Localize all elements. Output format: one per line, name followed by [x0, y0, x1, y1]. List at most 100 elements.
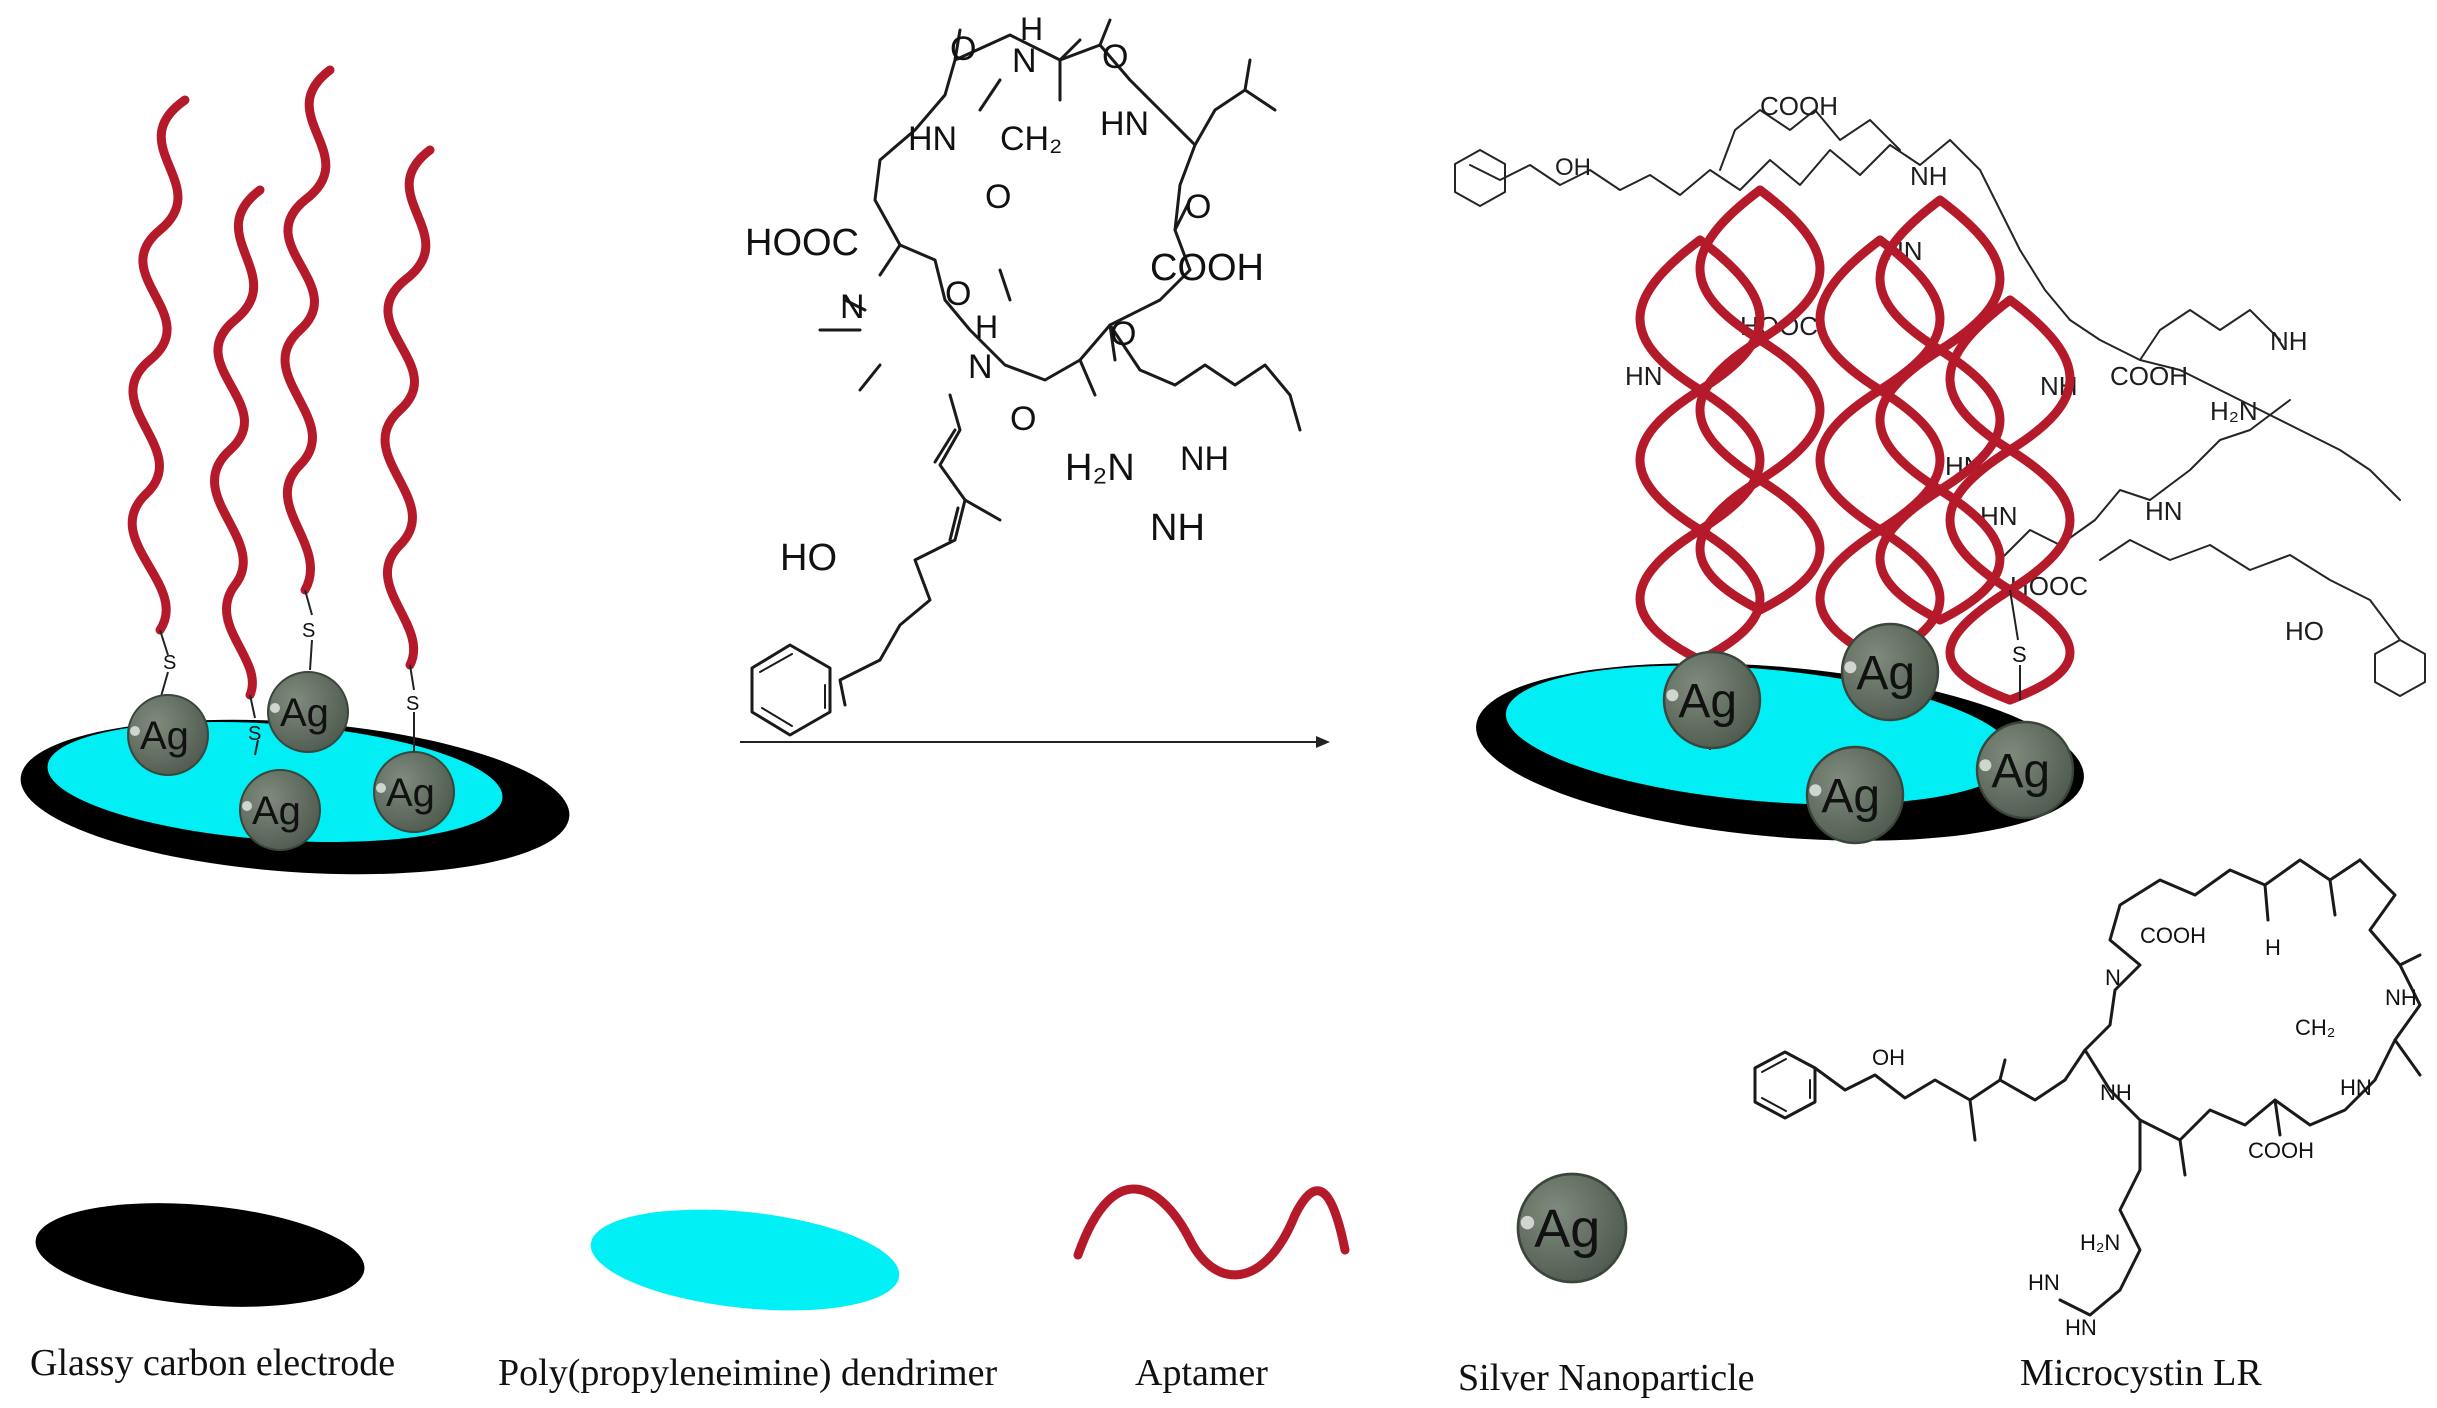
svg-text:Ag: Ag [140, 714, 189, 758]
legend-silver-label: Silver Nanoparticle [1458, 1357, 1755, 1399]
microcystin-structure-center: H N O O HN CH₂ HN O O HOOC COOH N O O H … [745, 11, 1302, 737]
center-n-methyl [818, 298, 867, 332]
center-label-NH-guan2: NH [1150, 507, 1205, 549]
svg-text:HN: HN [2028, 1270, 2060, 1295]
svg-text:NH: NH [2385, 985, 2417, 1010]
legend-microcystin-structure: COOH OH COOH N NH HN NH H CH₂ H₂N HN HN [1753, 858, 2422, 1340]
svg-text:Ag: Ag [252, 789, 301, 833]
center-label-O1: O [950, 30, 976, 68]
center-label-O5: O [945, 275, 971, 313]
center-leucine-side [1193, 58, 1277, 147]
svg-text:Ag: Ag [1821, 770, 1880, 823]
left-ag-particle-2: Ag [267, 671, 349, 753]
right-ag-particle-4: Ag [1975, 720, 2075, 820]
svg-text:H₂N: H₂N [2080, 1230, 2120, 1255]
center-adda-double-bonds [933, 428, 1002, 542]
center-label-O7: O [1010, 400, 1036, 438]
reaction-arrow [740, 736, 1330, 748]
center-label-HO: HO [780, 537, 837, 579]
legend-glassy-carbon-label: Glassy carbon electrode [30, 1342, 395, 1384]
svg-text:HN: HN [2145, 496, 2183, 526]
svg-text:HO: HO [2285, 616, 2324, 646]
left-sulfur-2: S [248, 723, 261, 745]
center-label-NH-left: HN [908, 120, 957, 158]
svg-text:Ag: Ag [1534, 1199, 1600, 1259]
svg-text:COOH: COOH [2248, 1138, 2314, 1163]
right-ag-particle-3: Ag [1805, 745, 1905, 845]
center-label-H-lower: H [975, 309, 998, 345]
svg-text:Ag: Ag [1678, 675, 1737, 728]
center-phenyl-inner [759, 653, 826, 727]
center-adda-chain [878, 393, 967, 662]
svg-text:Ag: Ag [1991, 745, 2050, 798]
svg-text:N: N [2105, 965, 2121, 990]
svg-text:COOH: COOH [2110, 361, 2188, 391]
left-linker-4 [409, 664, 415, 755]
left-ag-particle-3: Ag [239, 769, 321, 851]
center-label-NH-guan: NH [1180, 440, 1229, 478]
center-arginine-chain [1108, 323, 1302, 432]
svg-text:Ag: Ag [280, 691, 329, 735]
center-phenyl-link [838, 658, 882, 707]
svg-text:HN: HN [2340, 1075, 2372, 1100]
legend-dendrimer-label: Poly(propyleneimine) dendrimer [498, 1352, 997, 1394]
left-aptamer-strand-4 [380, 145, 435, 670]
svg-text:NH: NH [2270, 326, 2308, 356]
center-label-O6: O [1110, 315, 1136, 353]
left-sulfur-1: S [163, 652, 176, 674]
svg-text:H: H [2265, 935, 2281, 960]
center-label-O2: O [1102, 38, 1128, 76]
center-macrocycle-ring [873, 33, 1197, 382]
legend-aptamer-label: Aptamer [1135, 1352, 1268, 1394]
left-electrode-assembly: S S S S Ag Ag Ag Ag [20, 65, 570, 875]
right-bound-microcystin: OH COOH COOH HOOC HOOC HO H₂N HN HN HN H… [1454, 91, 2426, 697]
svg-text:H₂N: H₂N [2210, 396, 2258, 426]
legend-silver-swatch: Ag [1516, 1172, 1628, 1284]
left-aptamer-strand-1 [127, 95, 190, 635]
right-ag-particle-1: Ag [1662, 650, 1762, 750]
left-ag-particle-4: Ag [373, 751, 455, 833]
center-label-H: H [1020, 11, 1043, 47]
center-label-H2N: H₂N [1065, 447, 1135, 489]
center-phenyl-ring [750, 643, 832, 737]
left-linker-2 [249, 694, 259, 756]
center-methyl-groups [858, 38, 1097, 397]
legend-dendrimer-swatch [590, 1209, 900, 1311]
svg-text:OH: OH [1872, 1045, 1905, 1070]
left-aptamer-strand-2 [210, 185, 265, 700]
center-label-HOOC: HOOC [745, 222, 859, 264]
right-electrode-assembly: OH COOH COOH HOOC HOOC HO H₂N HN HN HN H… [1454, 91, 2426, 845]
left-linker-3 [304, 589, 313, 671]
left-ag-particle-1: Ag [127, 694, 209, 776]
svg-text:Ag: Ag [386, 771, 435, 815]
left-sulfur-4: S [406, 693, 419, 715]
right-aptamer-complex-2 [1815, 195, 2005, 690]
center-carbonyls [953, 18, 1192, 362]
right-aptamer-complex-3: S [1945, 295, 2075, 705]
left-aptamer-strand-3 [280, 65, 335, 595]
center-label-O4: O [1185, 188, 1211, 226]
center-label-N-ring: N [840, 288, 865, 326]
center-label-O3: O [985, 178, 1011, 216]
center-label-N-top: N [1012, 42, 1037, 80]
legend-microcystin-label: Microcystin LR [2020, 1352, 2262, 1394]
svg-text:CH₂: CH₂ [2295, 1015, 2335, 1040]
svg-text:COOH: COOH [1760, 91, 1838, 121]
svg-text:NH: NH [1910, 161, 1948, 191]
left-sulfur-3: S [302, 620, 315, 642]
center-label-CH2: CH₂ [1000, 120, 1062, 158]
svg-text:NH: NH [2100, 1080, 2132, 1105]
right-ag-particle-2: Ag [1840, 622, 1940, 722]
center-label-HN-right: HN [1100, 105, 1149, 143]
center-label-COOH: COOH [1150, 247, 1264, 289]
center-label-N-lower: N [968, 348, 993, 386]
svg-text:OH: OH [1555, 154, 1591, 181]
svg-text:S: S [2012, 642, 2027, 667]
legend-aptamer-swatch [1073, 1184, 1350, 1280]
legend-glassy-carbon-swatch [35, 1203, 365, 1307]
svg-text:Ag: Ag [1856, 647, 1915, 700]
legend-row: Glassy carbon electrode Poly(propyleneim… [30, 1172, 2262, 1399]
svg-text:HN: HN [1625, 361, 1663, 391]
svg-text:HN: HN [2065, 1315, 2097, 1340]
